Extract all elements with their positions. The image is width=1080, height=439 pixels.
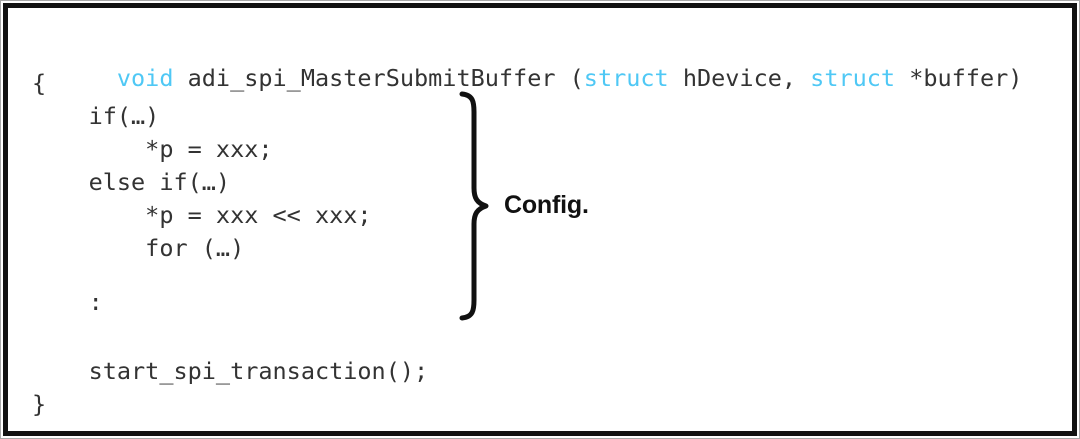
keyword-struct-1: struct bbox=[583, 64, 669, 92]
code-line-close-brace: } bbox=[32, 390, 47, 418]
param-hdevice: hDevice, bbox=[668, 64, 811, 92]
code-line-signature: void adi_spi_MasterSubmitBuffer (struct … bbox=[32, 39, 1023, 117]
code-line-else-if: else if(…) bbox=[32, 168, 231, 196]
right-curly-brace-icon bbox=[459, 91, 489, 321]
signature-name-and-paren: adi_spi_MasterSubmitBuffer ( bbox=[173, 64, 584, 92]
keyword-void: void bbox=[116, 64, 174, 92]
code-line-assign-2: *p = xxx << xxx; bbox=[32, 201, 372, 229]
code-line-assign-1: *p = xxx; bbox=[32, 135, 273, 163]
param-buffer: *buffer) bbox=[895, 64, 1023, 92]
code-line-if: if(…) bbox=[32, 102, 160, 130]
code-line-start-transaction: start_spi_transaction(); bbox=[32, 357, 429, 385]
code-listing: void adi_spi_MasterSubmitBuffer (struct … bbox=[8, 8, 1072, 431]
code-line-for: for (…) bbox=[32, 234, 245, 262]
config-annotation-label: Config. bbox=[504, 191, 589, 219]
code-line-open-brace: { bbox=[32, 69, 47, 97]
code-line-vertical-ellipsis: : bbox=[32, 288, 103, 316]
config-brace-group bbox=[448, 90, 498, 322]
keyword-struct-2: struct bbox=[810, 64, 896, 92]
